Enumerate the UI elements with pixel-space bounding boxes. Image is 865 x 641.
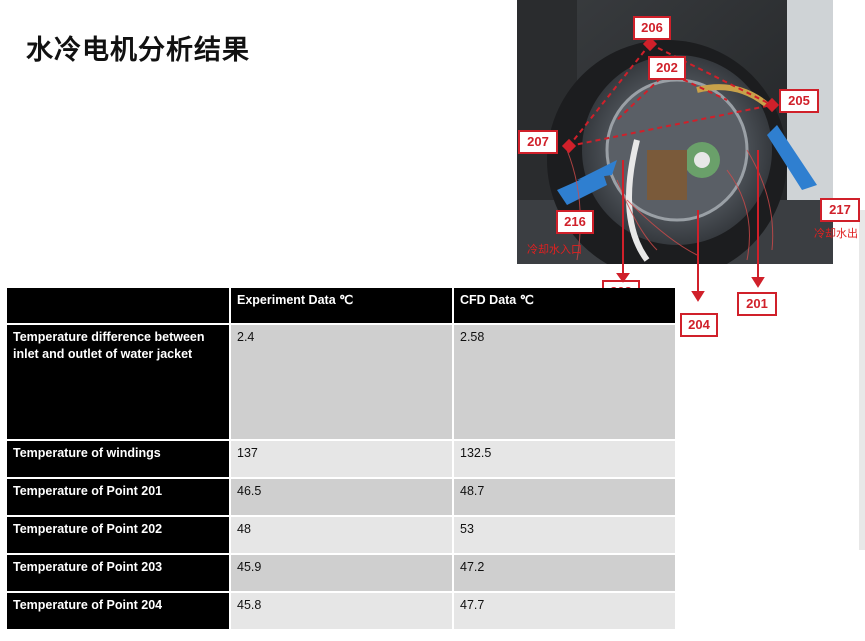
cfd-value: 2.58	[453, 324, 677, 441]
table-row: Temperature difference between inlet and…	[7, 324, 677, 441]
results-table: Experiment Data ℃ CFD Data ℃ Temperature…	[7, 288, 677, 631]
experiment-value: 48	[230, 516, 454, 555]
row-label: Temperature of Point 203	[7, 554, 231, 593]
experiment-value: 46.5	[230, 478, 454, 517]
point-label-201: 201	[737, 292, 777, 316]
experiment-value: 2.4	[230, 324, 454, 441]
page-title: 水冷电机分析结果	[26, 35, 250, 66]
row-label: Temperature of Point 202	[7, 516, 231, 555]
table-header-row: Experiment Data ℃ CFD Data ℃	[7, 288, 677, 325]
row-label: Temperature of Point 201	[7, 478, 231, 517]
point-label-204: 204	[680, 313, 718, 337]
table-row: Temperature of Point 202 48 53	[7, 516, 677, 555]
table-row: Temperature of Point 204 45.8 47.7	[7, 592, 677, 631]
cfd-value: 48.7	[453, 478, 677, 517]
experiment-value: 45.8	[230, 592, 454, 631]
experiment-value: 45.9	[230, 554, 454, 593]
slide-edge	[859, 210, 865, 550]
cfd-value: 47.2	[453, 554, 677, 593]
inlet-note: 冷却水入口	[527, 243, 582, 256]
point-label-205: 205	[779, 89, 819, 113]
motor-photo	[517, 0, 833, 264]
callout-arrows	[616, 150, 765, 302]
cfd-value: 47.7	[453, 592, 677, 631]
table-row: Temperature of Point 203 45.9 47.2	[7, 554, 677, 593]
row-label: Temperature of Point 204	[7, 592, 231, 631]
experiment-value: 137	[230, 440, 454, 479]
point-label-202: 202	[648, 56, 686, 80]
point-label-216: 216	[556, 210, 594, 234]
cfd-value: 132.5	[453, 440, 677, 479]
table-header-experiment: Experiment Data ℃	[230, 288, 454, 325]
point-label-207: 207	[518, 130, 558, 154]
outlet-note: 冷却水出	[814, 227, 858, 240]
motor-photo-image	[517, 0, 833, 264]
table-header-blank	[7, 288, 231, 325]
cfd-value: 53	[453, 516, 677, 555]
table-header-cfd: CFD Data ℃	[453, 288, 677, 325]
table-row: Temperature of Point 201 46.5 48.7	[7, 478, 677, 517]
point-label-206: 206	[633, 16, 671, 40]
row-label: Temperature difference between inlet and…	[7, 324, 231, 441]
table-row: Temperature of windings 137 132.5	[7, 440, 677, 479]
row-label: Temperature of windings	[7, 440, 231, 479]
point-label-217: 217	[820, 198, 860, 222]
